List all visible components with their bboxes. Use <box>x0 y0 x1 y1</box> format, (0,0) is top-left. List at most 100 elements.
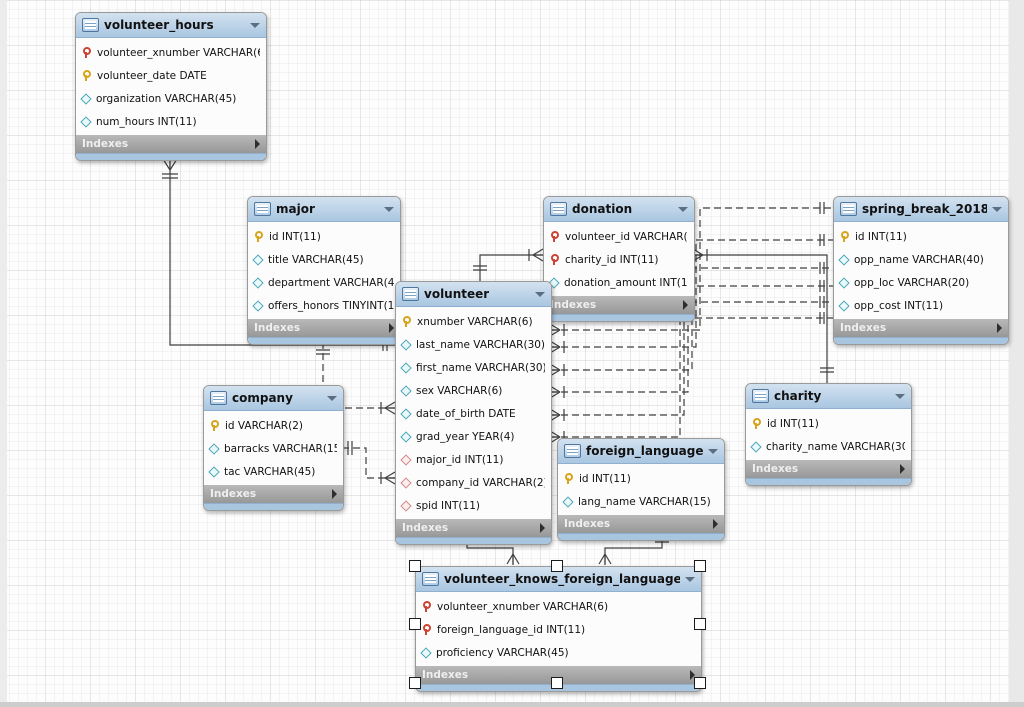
selection-handle[interactable] <box>409 677 421 689</box>
table-header[interactable]: volunteer_hours <box>76 13 266 38</box>
column-row[interactable]: charity_id INT(11) <box>544 248 694 271</box>
indexes-bar[interactable]: Indexes <box>248 319 400 337</box>
column-row[interactable]: opp_loc VARCHAR(20) <box>834 271 1008 294</box>
column-list: volunteer_xnumber VARCHAR(6) foreign_lan… <box>416 592 701 666</box>
expand-right-icon[interactable] <box>997 323 1002 333</box>
column-row[interactable]: barracks VARCHAR(15) <box>204 437 343 460</box>
column-row[interactable]: charity_name VARCHAR(30) <box>746 435 911 458</box>
table-donation[interactable]: donation volunteer_id VARCHAR(6) charity… <box>543 196 695 322</box>
indexes-bar[interactable]: Indexes <box>416 666 701 684</box>
table-charity[interactable]: charity id INT(11) charity_name VARCHAR(… <box>745 383 912 486</box>
column-row[interactable]: id INT(11) <box>834 225 1008 248</box>
table-header[interactable]: company <box>204 386 343 411</box>
chevron-down-icon[interactable] <box>535 291 545 297</box>
nullable-diamond-icon <box>252 277 264 289</box>
indexes-bar[interactable]: Indexes <box>544 296 694 314</box>
selection-handle[interactable] <box>694 677 706 689</box>
expand-right-icon[interactable] <box>389 323 394 333</box>
column-row[interactable]: opp_name VARCHAR(40) <box>834 248 1008 271</box>
indexes-bar[interactable]: Indexes <box>396 519 551 537</box>
column-row[interactable]: first_name VARCHAR(30) <box>396 356 551 379</box>
column-row[interactable]: date_of_birth DATE <box>396 402 551 425</box>
column-row[interactable]: num_hours INT(11) <box>76 110 266 133</box>
table-foreign_language[interactable]: foreign_language id INT(11) lang_name VA… <box>557 438 725 541</box>
column-row[interactable]: tac VARCHAR(45) <box>204 460 343 483</box>
table-footer-strip <box>76 153 266 160</box>
table-company[interactable]: company id VARCHAR(2) barracks VARCHAR(1… <box>203 385 344 511</box>
table-volunteer_knows_foreign_language[interactable]: volunteer_knows_foreign_language volunte… <box>415 566 702 692</box>
column-row[interactable]: id VARCHAR(2) <box>204 414 343 437</box>
expand-right-icon[interactable] <box>540 523 545 533</box>
chevron-down-icon[interactable] <box>992 206 1002 212</box>
table-title: spring_break_2018 <box>862 202 987 216</box>
column-row[interactable]: donation_amount INT(11) <box>544 271 694 294</box>
column-row[interactable]: title VARCHAR(45) <box>248 248 400 271</box>
table-header[interactable]: spring_break_2018 <box>834 197 1008 222</box>
column-label: num_hours INT(11) <box>96 115 197 128</box>
table-spring_break_2018[interactable]: spring_break_2018 id INT(11) opp_name VA… <box>833 196 1009 345</box>
indexes-bar[interactable]: Indexes <box>834 319 1008 337</box>
fk-diamond-icon <box>400 500 412 512</box>
table-volunteer[interactable]: volunteer xnumber VARCHAR(6) last_name V… <box>395 281 552 545</box>
column-label: date_of_birth DATE <box>416 407 516 420</box>
selection-handle[interactable] <box>694 618 706 630</box>
column-row[interactable]: foreign_language_id INT(11) <box>416 618 701 641</box>
table-header[interactable]: foreign_language <box>558 439 724 464</box>
selection-handle[interactable] <box>551 560 563 572</box>
table-header[interactable]: major <box>248 197 400 222</box>
table-header[interactable]: charity <box>746 384 911 409</box>
rel-donation-charity[interactable] <box>692 248 834 383</box>
column-label: tac VARCHAR(45) <box>224 465 316 478</box>
rel-donation-volunteer[interactable] <box>473 248 544 281</box>
selection-handle[interactable] <box>694 560 706 572</box>
selection-handle[interactable] <box>409 560 421 572</box>
chevron-down-icon[interactable] <box>384 206 394 212</box>
column-row[interactable]: last_name VARCHAR(30) <box>396 333 551 356</box>
column-row[interactable]: proficiency VARCHAR(45) <box>416 641 701 664</box>
indexes-bar[interactable]: Indexes <box>76 135 266 153</box>
selection-handle[interactable] <box>551 677 563 689</box>
expand-right-icon[interactable] <box>255 139 260 149</box>
column-row[interactable]: id INT(11) <box>248 225 400 248</box>
chevron-down-icon[interactable] <box>895 393 905 399</box>
column-row[interactable]: id INT(11) <box>558 467 724 490</box>
column-row[interactable]: offers_honors TINYINT(1) <box>248 294 400 317</box>
column-row[interactable]: sex VARCHAR(6) <box>396 379 551 402</box>
indexes-bar[interactable]: Indexes <box>204 485 343 503</box>
expand-right-icon[interactable] <box>690 670 695 680</box>
expand-right-icon[interactable] <box>683 300 688 310</box>
column-row[interactable]: spid INT(11) <box>396 494 551 517</box>
rel-company-volunteer[interactable] <box>342 441 396 485</box>
column-row[interactable]: organization VARCHAR(45) <box>76 87 266 110</box>
table-header[interactable]: volunteer <box>396 282 551 307</box>
selection-handle[interactable] <box>409 618 421 630</box>
column-row[interactable]: major_id INT(11) <box>396 448 551 471</box>
column-row[interactable]: volunteer_date DATE <box>76 64 266 87</box>
chevron-down-icon[interactable] <box>250 22 260 28</box>
column-row[interactable]: opp_cost INT(11) <box>834 294 1008 317</box>
nullable-diamond-icon <box>80 116 92 128</box>
expand-right-icon[interactable] <box>900 464 905 474</box>
column-row[interactable]: grad_year YEAR(4) <box>396 425 551 448</box>
column-row[interactable]: department VARCHAR(45) <box>248 271 400 294</box>
indexes-bar[interactable]: Indexes <box>558 515 724 533</box>
table-header[interactable]: donation <box>544 197 694 222</box>
column-row[interactable]: volunteer_id VARCHAR(6) <box>544 225 694 248</box>
column-row[interactable]: xnumber VARCHAR(6) <box>396 310 551 333</box>
chevron-down-icon[interactable] <box>685 576 695 582</box>
column-row[interactable]: volunteer_xnumber VARCHAR(6) <box>76 41 266 64</box>
table-volunteer_hours[interactable]: volunteer_hours volunteer_xnumber VARCHA… <box>75 12 267 161</box>
chevron-down-icon[interactable] <box>327 395 337 401</box>
column-row[interactable]: id INT(11) <box>746 412 911 435</box>
expand-right-icon[interactable] <box>713 519 718 529</box>
fk-key-icon <box>422 601 431 612</box>
expand-right-icon[interactable] <box>332 489 337 499</box>
chevron-down-icon[interactable] <box>708 448 718 454</box>
chevron-down-icon[interactable] <box>678 206 688 212</box>
column-row[interactable]: company_id VARCHAR(2) <box>396 471 551 494</box>
column-row[interactable]: volunteer_xnumber VARCHAR(6) <box>416 595 701 618</box>
table-major[interactable]: major id INT(11) title VARCHAR(45) depar… <box>247 196 401 345</box>
column-row[interactable]: lang_name VARCHAR(15) <box>558 490 724 513</box>
fk-diamond-icon <box>400 477 412 489</box>
indexes-bar[interactable]: Indexes <box>746 460 911 478</box>
